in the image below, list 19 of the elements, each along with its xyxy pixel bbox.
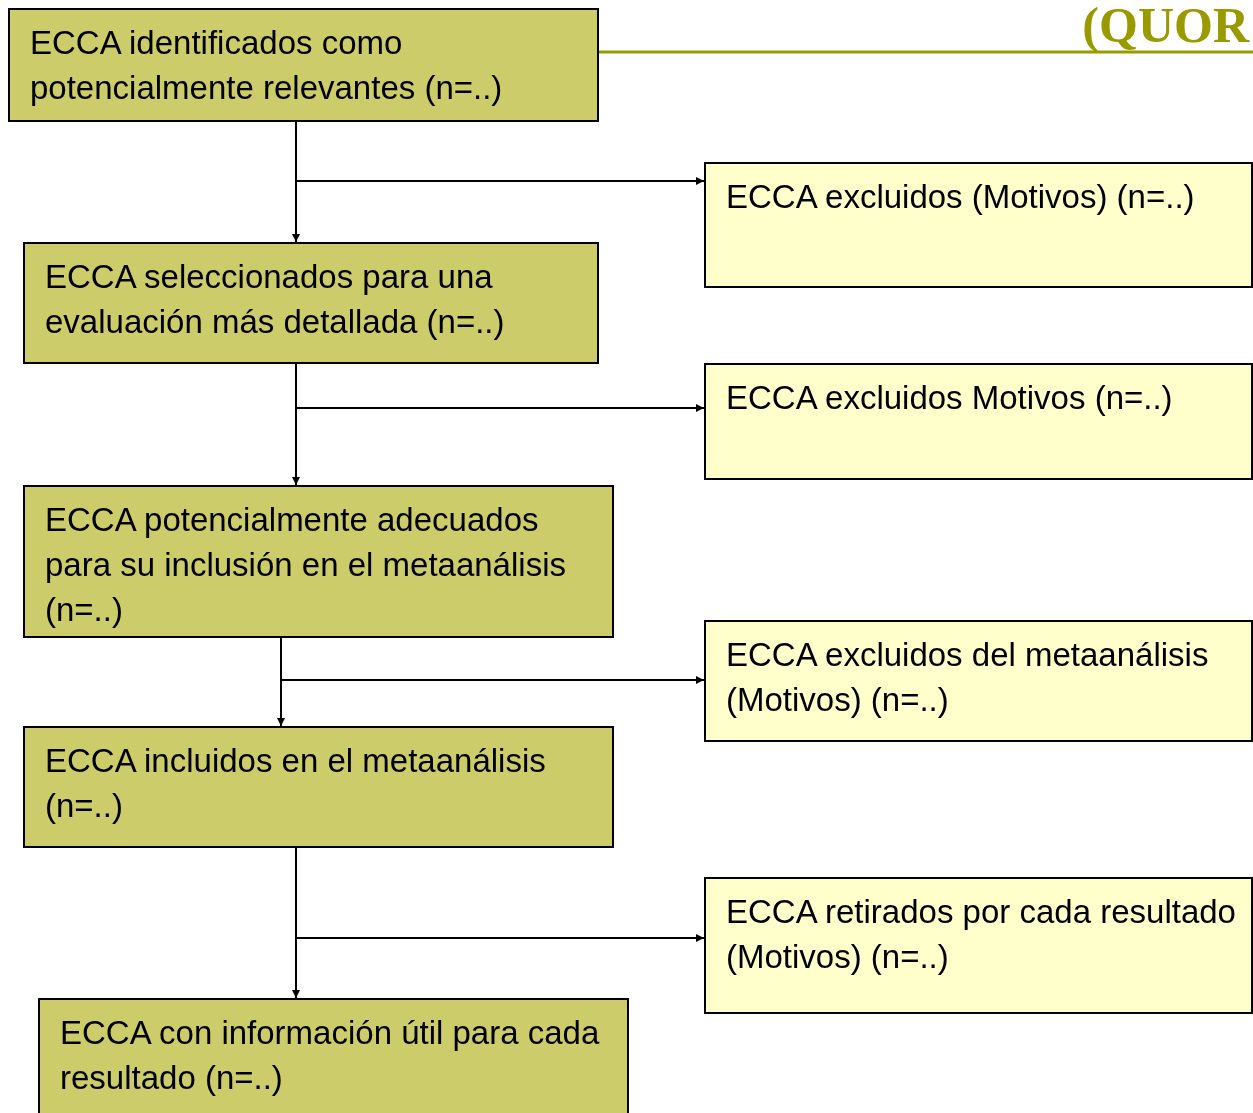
box-text: ECCA excluidos del metaanálisis (Motivos) (n=..) [726, 636, 1209, 718]
exclusion-box [704, 162, 1253, 288]
box-text: ECCA con información útil para cada resultado (n=..) [60, 1014, 600, 1096]
box-text: ECCA seleccionados para una evaluación más detallada (n=..) [45, 258, 505, 340]
box-text: ECCA excluidos (Motivos) (n=..) [726, 178, 1195, 215]
box-text: ECCA potencialmente adecuados para su inclusión en el metaanálisis (n=..) [45, 501, 566, 628]
box-text: ECCA identificados como potencialmente relevantes (n=..) [30, 24, 503, 106]
box-text: ECCA retirados por cada resultado (Motivos) (n=..) [726, 893, 1236, 975]
box-text: ECCA incluidos en el metaanálisis (n=..) [45, 742, 546, 824]
process-box [23, 242, 599, 364]
exclusion-box [704, 363, 1253, 480]
box-text: ECCA excluidos Motivos (n=..) [726, 379, 1173, 416]
process-box [23, 485, 614, 638]
process-box [38, 998, 629, 1113]
exclusion-box [704, 877, 1253, 1014]
process-box [23, 726, 614, 848]
exclusion-box [704, 620, 1253, 742]
process-box [8, 8, 599, 122]
title: (QUOR [1082, 0, 1249, 50]
